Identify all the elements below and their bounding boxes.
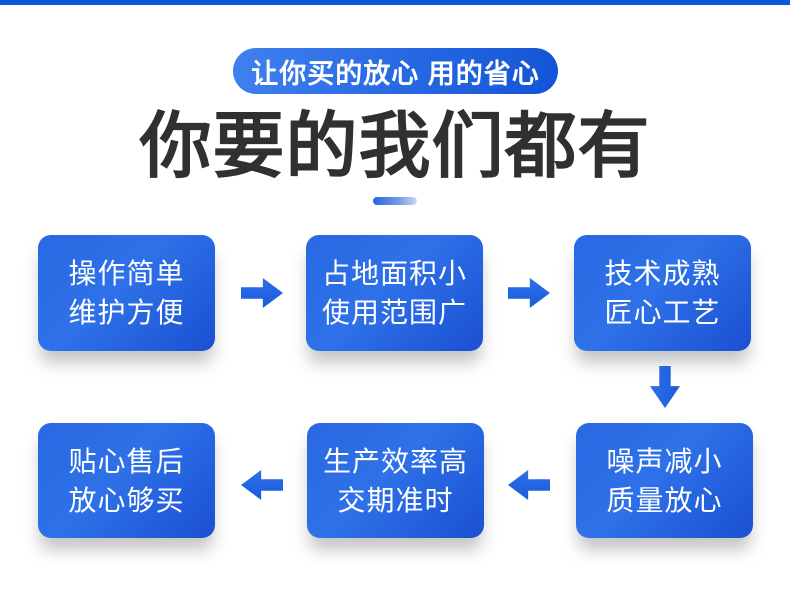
arrow-right-icon [508, 278, 550, 308]
flow-box-line: 质量放心 [606, 484, 723, 516]
flow-box-line: 生产效率高 [322, 445, 468, 477]
flow-box-footprint: 占地面积小 使用范围广 [306, 235, 483, 351]
flow-box-line: 技术成熟 [604, 258, 721, 289]
arrow-right-icon [241, 278, 283, 308]
flow-box-technology: 技术成熟 匠心工艺 [574, 235, 751, 351]
heading-underline-dash [373, 197, 417, 205]
top-accent-bar [0, 0, 790, 5]
flow-box-line: 使用范围广 [321, 297, 467, 328]
flow-box-line: 噪声减小 [606, 445, 723, 477]
flow-box-efficiency: 生产效率高 交期准时 [307, 423, 484, 538]
flow-box-line: 占地面积小 [321, 258, 467, 289]
flow-box-aftersales: 贴心售后 放心够买 [38, 423, 215, 538]
flow-box-line: 贴心售后 [68, 445, 185, 477]
flow-box-line: 交期准时 [337, 484, 454, 516]
arrow-left-icon [508, 470, 550, 500]
flow-box-line: 放心够买 [68, 484, 185, 516]
flow-box-noise: 噪声减小 质量放心 [576, 423, 753, 538]
flow-box-line: 匠心工艺 [604, 297, 721, 328]
arrow-down-icon [650, 366, 680, 408]
flow-box-line: 操作简单 [68, 258, 185, 289]
flow-box-operation: 操作简单 维护方便 [38, 235, 215, 351]
flow-box-line: 维护方便 [68, 297, 185, 328]
slogan-pill: 让你买的放心 用的省心 [233, 48, 558, 94]
arrow-left-icon [241, 470, 283, 500]
slogan-text: 让你买的放心 用的省心 [251, 58, 540, 89]
page-title: 你要的我们都有 [139, 107, 651, 187]
